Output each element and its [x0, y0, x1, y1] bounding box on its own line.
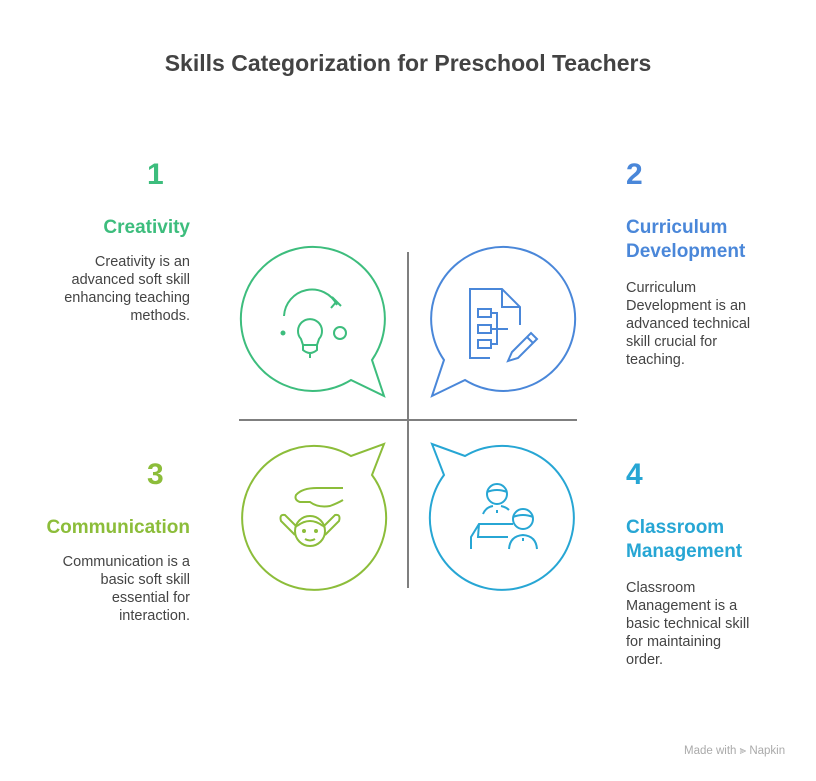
napkin-watermark: Made with ⫸ Napkin	[684, 745, 785, 758]
teacher-student-desk-icon	[470, 483, 538, 550]
quadrant-4-number: 4	[626, 458, 643, 491]
quadrant-2-number: 2	[626, 158, 643, 191]
creativity-bubble	[239, 245, 386, 398]
quadrant-3-heading: Communication	[46, 517, 190, 538]
curriculum-bubble	[430, 245, 577, 398]
brand-label: Napkin	[749, 745, 786, 757]
lightbulb-idea-icon	[280, 288, 347, 358]
quadrant-1-heading: Creativity	[103, 217, 190, 238]
page-title: Skills Categorization for Preschool Teac…	[164, 50, 652, 76]
quadrant-1-number: 1	[147, 158, 164, 191]
made-with-label: Made with	[684, 745, 737, 757]
classroom-bubble	[428, 442, 575, 591]
document-flowchart-pencil-icon	[469, 288, 539, 363]
communication-bubble	[241, 442, 388, 591]
hand-child-icon	[279, 487, 344, 547]
napkin-logo-icon: ⫸	[739, 745, 747, 757]
quadrant-3-number: 3	[147, 458, 164, 491]
